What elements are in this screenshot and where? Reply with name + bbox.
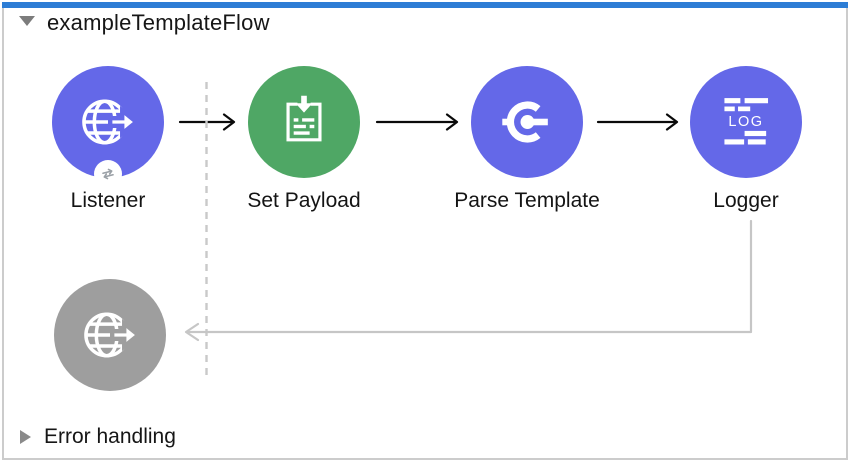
collapse-triangle-right-icon[interactable]: [20, 430, 31, 444]
flow-title[interactable]: exampleTemplateFlow: [47, 10, 270, 35]
collapse-triangle-down-icon[interactable]: [19, 16, 35, 26]
exchange-arrows-icon: [94, 160, 122, 188]
node-set-payload[interactable]: [248, 66, 360, 178]
globe-arrow-icon: [82, 99, 140, 145]
node-parse-template[interactable]: [471, 66, 583, 178]
set-payload-icon: [286, 95, 322, 142]
node-label-parse-template: Parse Template: [454, 189, 600, 212]
parse-template-icon: [502, 101, 548, 143]
globe-arrow-icon: [84, 312, 142, 358]
node-label-logger: Logger: [713, 189, 779, 212]
logger-icon: LOG: [724, 98, 769, 145]
arrow-parsetemplate-to-logger: [596, 113, 679, 131]
node-listener[interactable]: [52, 66, 164, 188]
response-return-path: [184, 219, 753, 342]
node-label-listener: Listener: [70, 189, 146, 212]
svg-text:LOG: LOG: [728, 114, 763, 130]
flow-selection-bar: [2, 2, 848, 8]
arrow-setpayload-to-parsetemplate: [375, 113, 459, 131]
node-label-set-payload: Set Payload: [247, 189, 361, 212]
error-handling-header[interactable]: Error handling: [44, 425, 176, 448]
node-listener-response[interactable]: [54, 279, 166, 391]
node-logger[interactable]: LOG: [690, 66, 802, 178]
